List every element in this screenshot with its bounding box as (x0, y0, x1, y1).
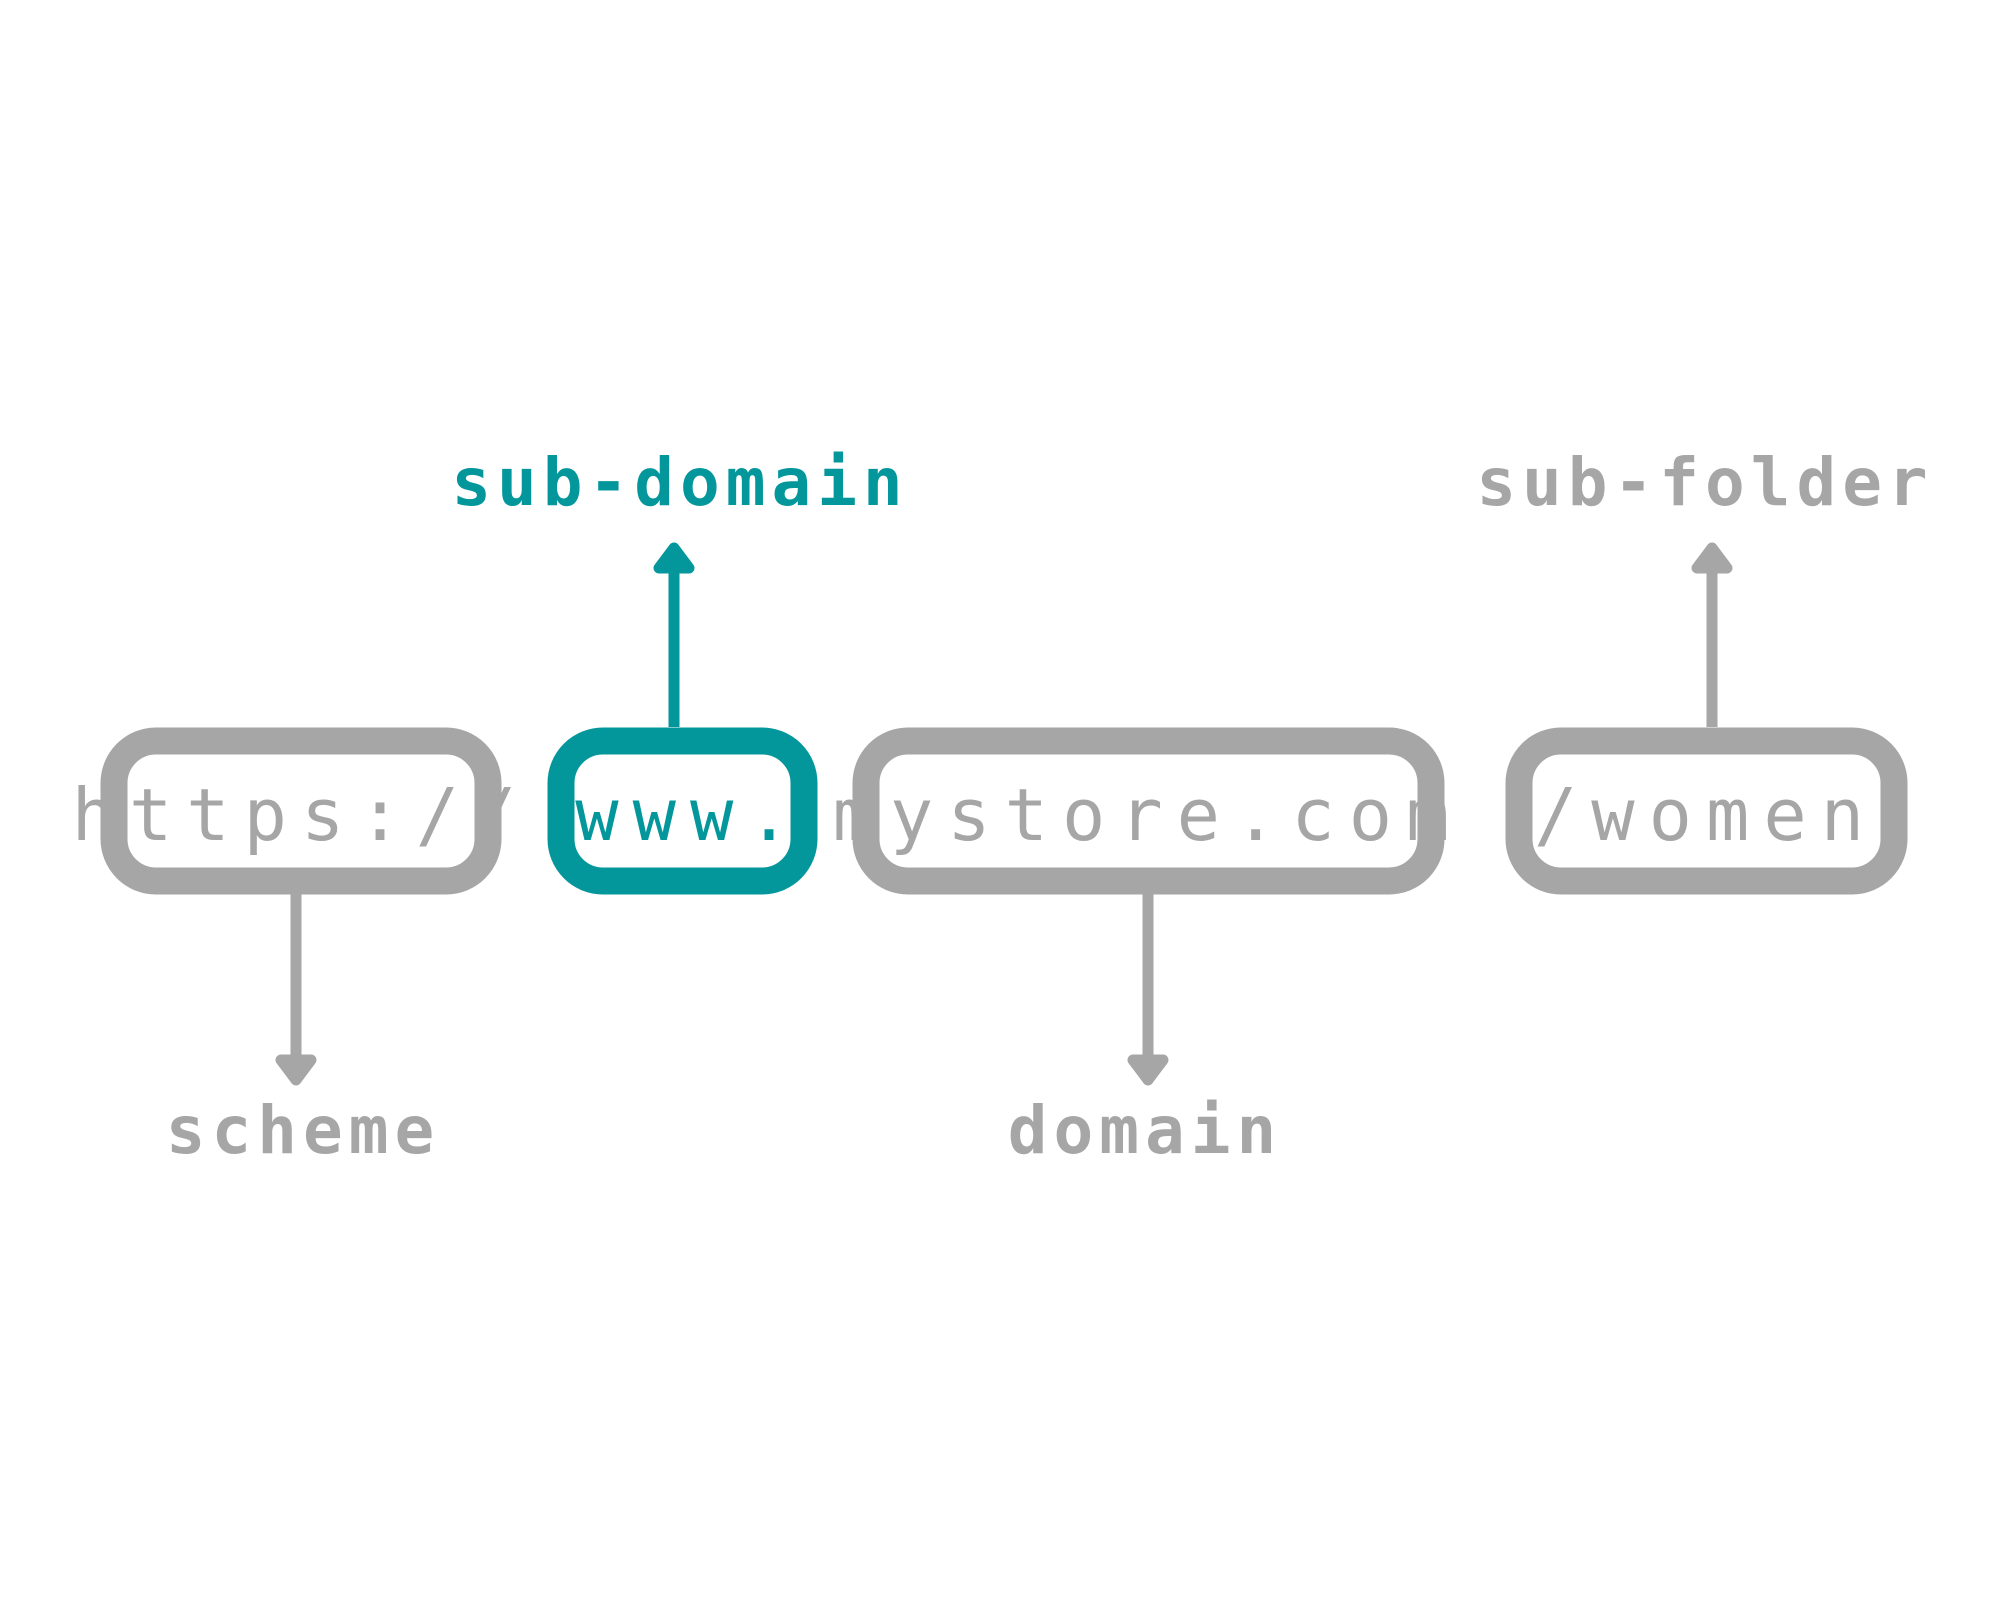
domain-segment: mystore.com domain (833, 727, 1464, 1169)
subfolder-arrow-head (1691, 542, 1733, 574)
domain-label: domain (1008, 1092, 1282, 1169)
subdomain-arrow-head (653, 542, 695, 574)
scheme-box (100, 727, 502, 895)
scheme-box-text: https:// (72, 773, 531, 857)
subfolder-segment: /women sub-folder (1476, 444, 1933, 895)
subdomain-box-text: www. (575, 773, 804, 857)
subdomain-segment: www. sub-domain (451, 444, 908, 895)
scheme-arrow-head (275, 1054, 317, 1086)
domain-box-text: mystore.com (833, 773, 1464, 857)
subfolder-box (1505, 727, 1908, 895)
scheme-segment: https:// scheme (72, 727, 531, 1169)
domain-arrow-head (1127, 1054, 1169, 1086)
subdomain-box (547, 727, 818, 895)
subdomain-label: sub-domain (451, 444, 908, 521)
subfolder-label: sub-folder (1476, 444, 1933, 521)
subfolder-box-text: /women (1534, 773, 1878, 857)
scheme-label: scheme (166, 1092, 440, 1169)
domain-box (852, 727, 1445, 895)
